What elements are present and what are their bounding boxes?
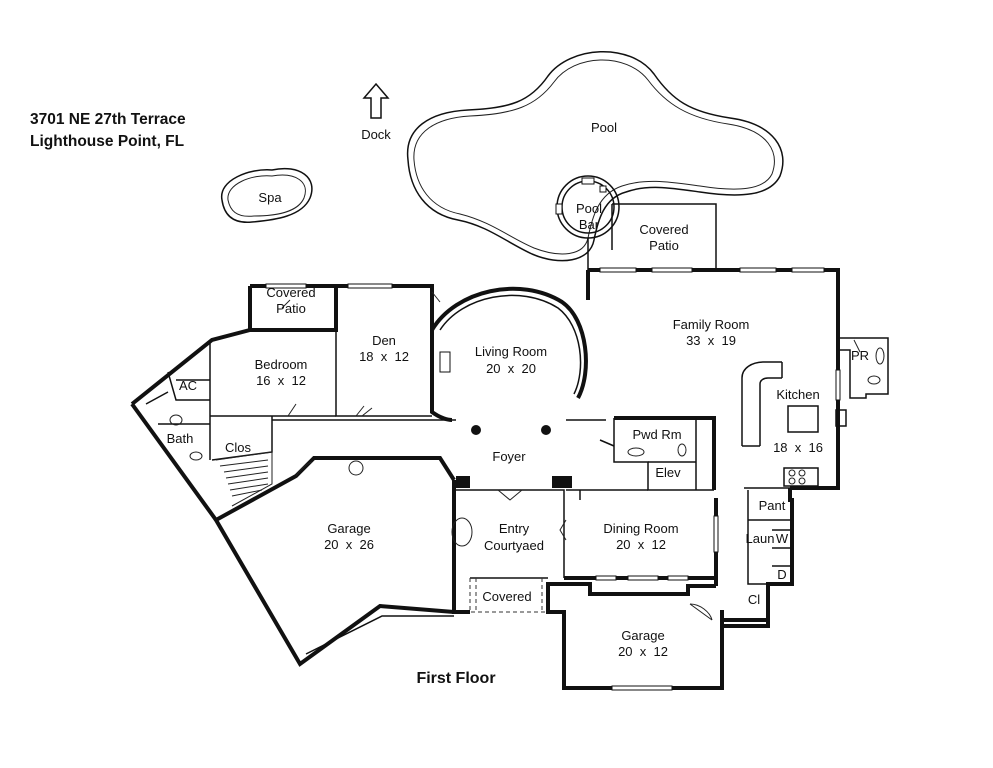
pantry-label: Pant <box>759 498 786 513</box>
living-room-size: 20 x 20 <box>486 361 536 376</box>
powder-room-label: Pwd Rm <box>632 427 681 442</box>
covered-entry-label: Covered <box>482 589 531 604</box>
kitchen-name: Kitchen <box>776 387 819 402</box>
foyer-label: Foyer <box>492 449 526 464</box>
exterior-walls <box>130 268 889 690</box>
covered-patio-bedroom-label-2: Patio <box>276 301 306 316</box>
garage-left-size: 20 x 26 <box>324 537 374 552</box>
den-size: 18 x 12 <box>359 349 409 364</box>
north-arrow-icon <box>362 82 390 119</box>
covered-patio-pool <box>587 203 717 270</box>
garage-right-name: Garage <box>621 628 664 643</box>
kitchen-size: 18 x 16 <box>773 440 823 455</box>
bedroom-size: 16 x 12 <box>256 373 306 388</box>
ac-label: AC <box>179 378 197 393</box>
bath-label: Bath <box>167 431 194 446</box>
spa-label: Spa <box>258 190 282 205</box>
bedroom-name: Bedroom <box>255 357 308 372</box>
pr-label: PR <box>851 348 869 363</box>
closet-label: Cl <box>748 592 760 607</box>
clos-label: Clos <box>225 440 252 455</box>
garage-right-size: 20 x 12 <box>618 644 668 659</box>
address-line-2: Lighthouse Point, FL <box>30 133 184 150</box>
plumbing-fixtures <box>169 347 885 547</box>
living-room-rotunda <box>430 286 588 488</box>
door-swings <box>281 291 861 621</box>
covered-patio-pool-label-1: Covered <box>639 222 688 237</box>
pool-bar-label-1: Pool <box>576 201 602 216</box>
family-room-size: 33 x 19 <box>686 333 736 348</box>
family-room-name: Family Room <box>673 317 750 332</box>
pool-bar-label-2: Bar <box>579 217 600 232</box>
entry-courtyard-label-1: Entry <box>499 521 530 536</box>
kitchen-island <box>741 361 847 487</box>
pool-label: Pool <box>591 120 617 135</box>
address-line-1: 3701 NE 27th Terrace <box>30 111 186 128</box>
living-room-name: Living Room <box>475 344 547 359</box>
den-name: Den <box>372 333 396 348</box>
windows <box>265 267 841 691</box>
garage-left-name: Garage <box>327 521 370 536</box>
elevator-label: Elev <box>655 465 681 480</box>
dining-room-size: 20 x 12 <box>616 537 666 552</box>
covered-patio-bedroom-label-1: Covered <box>266 285 315 300</box>
laundry-label: Laun <box>746 531 775 546</box>
dock-label: Dock <box>361 127 391 142</box>
stairs <box>215 451 273 507</box>
dining-room-name: Dining Room <box>603 521 678 536</box>
floor-title: First Floor <box>416 670 495 687</box>
washer-label: W <box>776 531 789 546</box>
dryer-label: D <box>777 567 786 582</box>
covered-patio-pool-label-2: Patio <box>649 238 679 253</box>
spa <box>221 167 313 223</box>
pool <box>406 51 784 262</box>
entry-courtyard-label-2: Courtyaed <box>484 538 544 553</box>
